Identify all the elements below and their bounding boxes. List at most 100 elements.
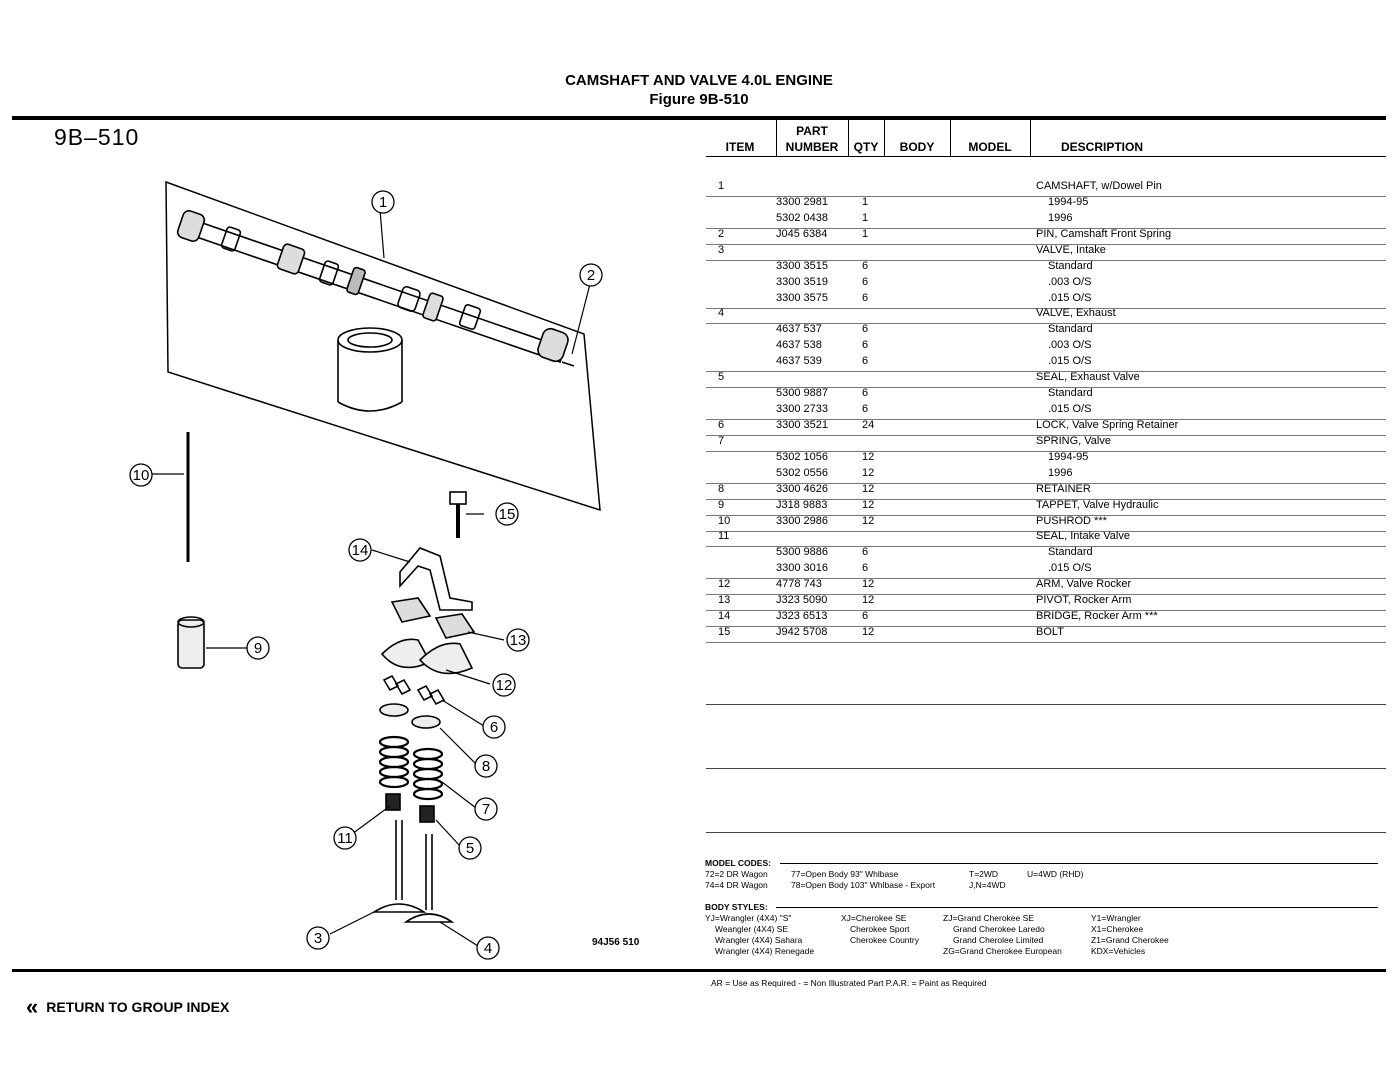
description-cell: Standard — [1048, 546, 1093, 559]
part-number-cell: 3300 3519 — [776, 275, 828, 288]
body-style: XJ=Cherokee SE — [841, 913, 907, 923]
model-code: 72=2 DR Wagon — [705, 869, 768, 879]
item-cell: 15 — [718, 626, 731, 639]
item-cell: 4 — [718, 307, 725, 320]
return-link-label: RETURN TO GROUP INDEX — [46, 999, 230, 1015]
table-header: ITEM PART NUMBER QTY BODY MODEL DESCRIPT… — [706, 120, 1386, 158]
qty-cell: 6 — [862, 291, 869, 304]
part-number-cell: 4637 538 — [776, 339, 822, 352]
part-number-cell: 3300 3575 — [776, 291, 828, 304]
qty-cell: 12 — [862, 482, 875, 495]
item-cell: 8 — [718, 482, 725, 495]
row-divider — [706, 419, 1386, 421]
description-cell: 1996 — [1048, 211, 1073, 224]
description-cell: CAMSHAFT, w/Dowel Pin — [1036, 180, 1162, 192]
item-cell: 5 — [718, 371, 725, 384]
body-style: Cherokee Sport — [850, 924, 910, 934]
model-code: 77=Open Body 93" Whlbase — [791, 869, 899, 879]
header-item: ITEM — [725, 140, 755, 154]
description-cell: TAPPET, Valve Hydraulic — [1036, 498, 1159, 511]
row-divider — [706, 323, 1386, 325]
abbreviation-legend: AR = Use as Required - = Non Illustrated… — [711, 978, 987, 988]
svg-text:3: 3 — [314, 930, 322, 947]
section-rule — [706, 832, 1386, 833]
header-qty: QTY — [853, 140, 879, 154]
callout-12: 12 — [492, 673, 516, 697]
body-style: Y1=Wrangler — [1091, 913, 1141, 923]
svg-text:11: 11 — [337, 830, 353, 847]
svg-text:14: 14 — [352, 542, 369, 559]
description-cell: .015 O/S — [1048, 562, 1092, 575]
part-number-cell: 3300 3521 — [776, 418, 828, 431]
qty-cell: 6 — [862, 323, 869, 336]
callout-4: 4 — [476, 936, 500, 960]
body-style: Weangler (4X4) SE — [715, 924, 789, 934]
qty-cell: 6 — [862, 355, 869, 368]
qty-cell: 12 — [862, 450, 875, 463]
body-style: Wrangler (4X4) Renegade — [715, 946, 815, 956]
body-style: Z1=Grand Cherokee — [1091, 935, 1169, 945]
body-style: ZG=Grand Cherokee European — [943, 946, 1062, 956]
body-style: Grand Cherokee Laredo — [953, 924, 1045, 934]
qty-cell: 6 — [862, 403, 869, 416]
item-cell: 10 — [718, 514, 731, 527]
callout-11: 11 — [333, 826, 357, 850]
description-cell: .003 O/S — [1048, 339, 1092, 352]
item-cell: 7 — [718, 434, 725, 447]
callout-6: 6 — [482, 715, 506, 739]
model-code: 74=4 DR Wagon — [705, 880, 768, 890]
svg-text:9: 9 — [254, 640, 262, 657]
callout-15: 15 — [495, 502, 519, 526]
return-to-group-index-link[interactable]: « RETURN TO GROUP INDEX — [26, 996, 230, 1018]
item-cell: 3 — [718, 243, 725, 256]
qty-cell: 24 — [862, 418, 875, 431]
row-divider — [706, 434, 1386, 436]
row-divider — [706, 578, 1386, 580]
part-number-cell: J318 9883 — [776, 498, 828, 511]
column-divider — [848, 120, 849, 156]
qty-cell: 12 — [862, 514, 875, 527]
description-cell: BOLT — [1036, 626, 1064, 639]
qty-cell: 6 — [862, 610, 869, 623]
description-cell: SEAL, Exhaust Valve — [1036, 371, 1140, 384]
description-cell: SPRING, Valve — [1036, 434, 1111, 447]
description-cell: .015 O/S — [1048, 355, 1092, 368]
body-style: Grand Cherolee Limited — [953, 935, 1044, 945]
callout-5: 5 — [458, 836, 482, 860]
column-divider — [950, 120, 951, 156]
model-code: 78=Open Body 103" Whlbase - Export — [791, 880, 936, 890]
row-divider — [706, 626, 1386, 628]
model-code: T=2WD — [969, 869, 999, 879]
qty-cell: 12 — [862, 498, 875, 511]
row-divider — [706, 642, 1386, 644]
description-cell: Standard — [1048, 259, 1093, 272]
callout-2: 2 — [579, 263, 603, 287]
qty-cell: 12 — [862, 578, 875, 591]
row-divider — [706, 371, 1386, 373]
description-cell: VALVE, Exhaust — [1036, 307, 1116, 320]
description-cell: Standard — [1048, 323, 1093, 336]
body-style: KDX=Vehicles — [1091, 946, 1146, 956]
part-number-cell: 4637 537 — [776, 323, 822, 336]
part-number-cell: J323 5090 — [776, 594, 828, 607]
part-number-cell: J045 6384 — [776, 227, 828, 240]
callout-8: 8 — [474, 754, 498, 778]
qty-cell: 6 — [862, 562, 869, 575]
description-cell: 1994-95 — [1048, 195, 1089, 208]
body-style: X1=Cherokee — [1091, 924, 1144, 934]
